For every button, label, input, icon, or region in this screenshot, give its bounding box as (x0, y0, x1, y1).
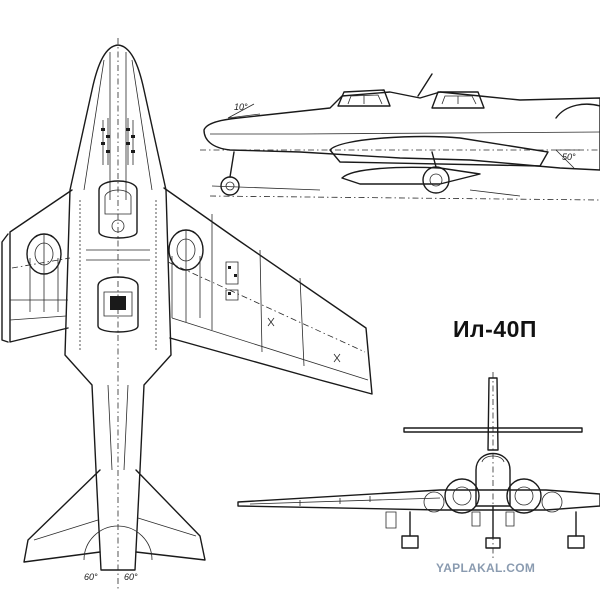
strut-angle-label: 50° (562, 152, 576, 162)
right-wing (163, 187, 373, 395)
side-main-gear (422, 151, 450, 194)
side-ground-marks (211, 185, 521, 197)
left-wing-panel-lines (9, 299, 68, 321)
left-wing-tip (1, 233, 9, 343)
left-stabilizer (23, 469, 101, 563)
front-cockpit-canopy (98, 180, 138, 239)
front-canopy (481, 455, 505, 463)
side-rear-canopy-frames (441, 95, 477, 105)
side-fuselage-outline (203, 91, 600, 171)
side-wing-tip-curve (555, 103, 600, 119)
ground-line (209, 195, 600, 201)
tail-boom-lines (107, 384, 129, 471)
side-engine-nacelle (341, 166, 481, 185)
fuselage-structure-lines (79, 200, 157, 350)
fin-angle-label: 10° (234, 102, 248, 112)
model-title: Ил-40П (453, 316, 537, 342)
front-view (237, 372, 600, 560)
front-landing-gear (385, 505, 585, 549)
front-fuselage (475, 453, 511, 507)
stab-sweep-arc (83, 525, 153, 561)
top-view: 60° 60° (1, 38, 373, 590)
stab-sweep-left-label: 60° (84, 572, 98, 582)
front-engine-outer-left (423, 491, 445, 513)
right-stabilizer (135, 469, 206, 561)
right-wing-stations (211, 214, 305, 367)
side-nose-gear (220, 151, 240, 196)
front-wing-marks (299, 496, 371, 506)
fin-angle-lines (227, 103, 261, 119)
right-wing-flap-line (171, 317, 369, 381)
gun-battery (101, 118, 135, 165)
nose-gun-lines (109, 52, 127, 200)
stabilizer-hinge-lines (33, 517, 197, 541)
side-rear-canopy (431, 91, 485, 109)
front-engine-outer-right (541, 491, 563, 513)
left-wing (9, 189, 73, 343)
nose-panel-lines (83, 59, 153, 191)
side-antenna (417, 73, 433, 97)
front-vertical-fin (487, 377, 499, 451)
stab-sweep-right-label: 60° (124, 572, 138, 582)
side-wing-root (329, 135, 549, 167)
right-wing-equipment-marks (225, 261, 341, 363)
front-wing-line (249, 497, 441, 505)
left-wing-spar (11, 257, 71, 269)
left-engine-nacelle (26, 233, 62, 312)
rear-cockpit-canopy (97, 276, 139, 333)
side-front-canopy-frames (347, 94, 383, 105)
front-engine-left (444, 478, 480, 514)
watermark: YAPLAKAL.COM (436, 561, 536, 575)
side-fuselage-line (210, 131, 600, 135)
front-stabilizer (403, 427, 583, 433)
strut-angle-lines (555, 149, 580, 169)
side-view: 10° 50° (200, 73, 600, 201)
right-wing-spar (167, 261, 366, 353)
fuselage-outline (64, 44, 172, 571)
equipment-bay (86, 249, 150, 261)
side-front-canopy (337, 89, 391, 107)
front-wing (237, 489, 600, 511)
front-engine-right (506, 478, 542, 514)
right-engine-nacelle (168, 229, 204, 322)
